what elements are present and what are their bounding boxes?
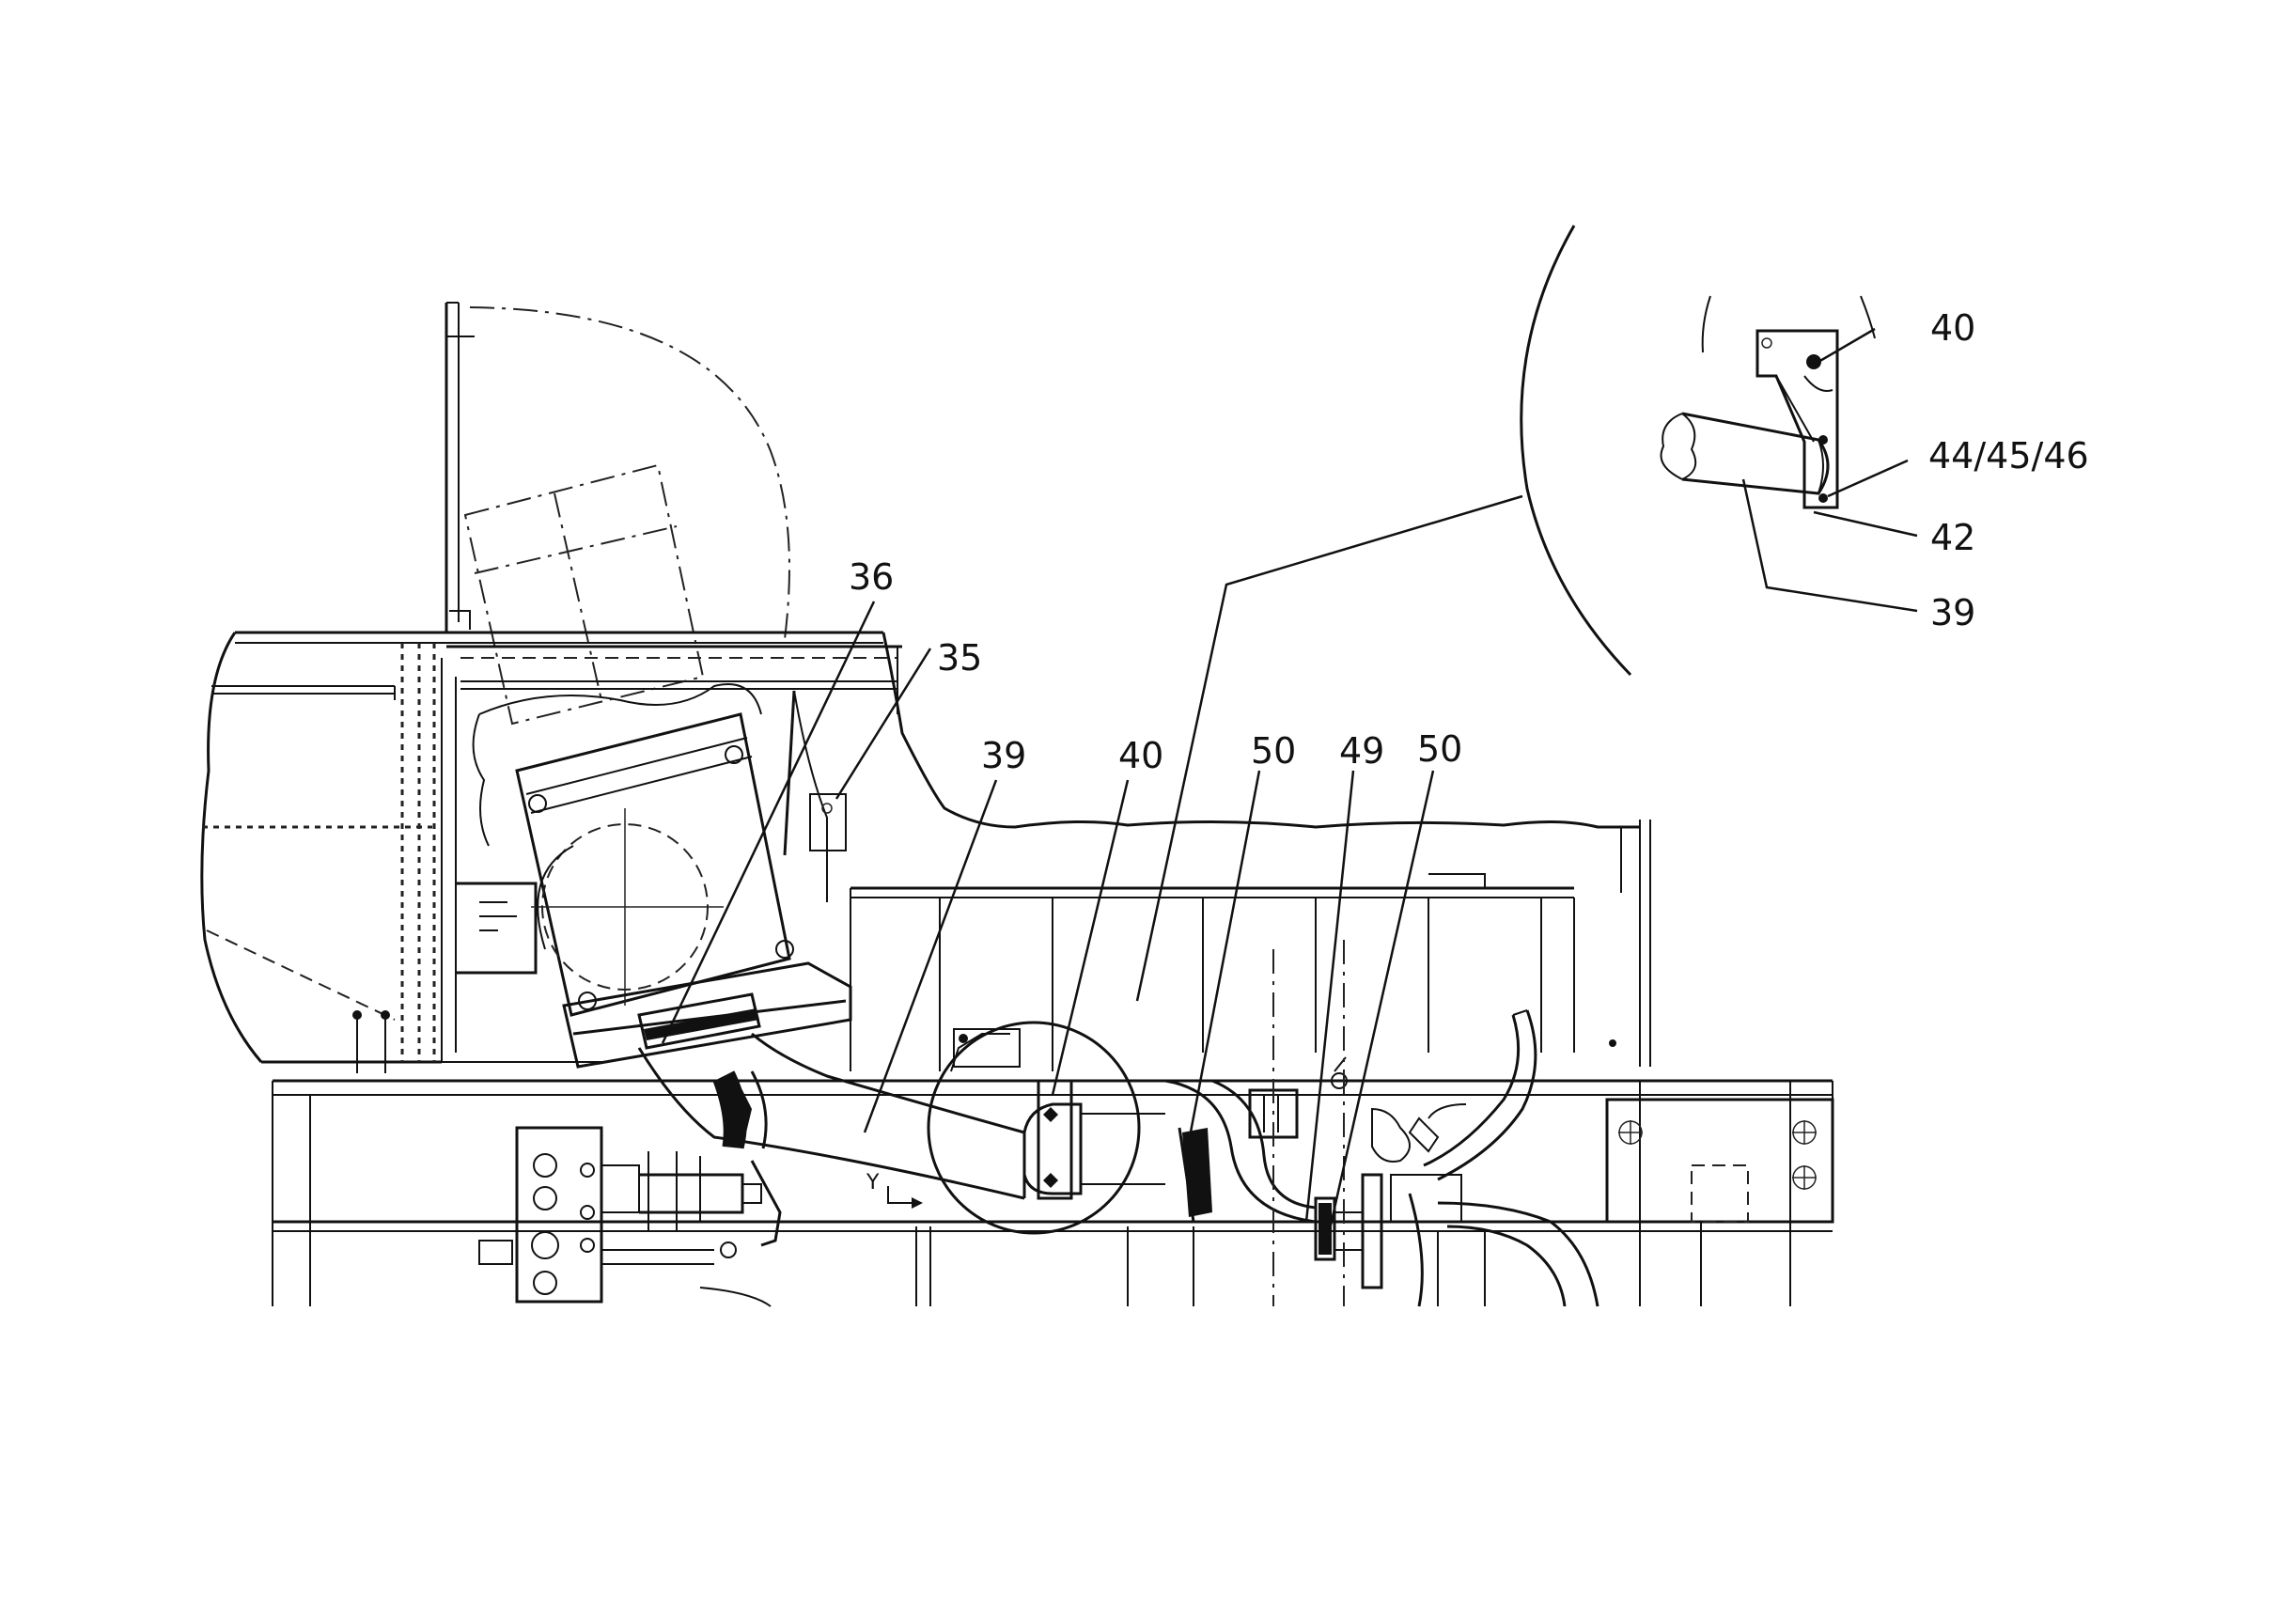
callout-35: 35: [937, 637, 982, 679]
callout-36: 36: [849, 556, 894, 598]
main-assembly: [200, 302, 1834, 1307]
detail-callout-42: 42: [1930, 517, 1975, 558]
detail-view: [1520, 225, 1876, 677]
callout-39: 39: [981, 735, 1026, 776]
callout-49: 49: [1339, 730, 1384, 772]
detail-callout-39: 39: [1930, 592, 1975, 633]
callouts: 36 35 39 40 50 49 50 40 44/45/46 42 39 Y: [849, 307, 2089, 1195]
axis-marker-y: Y: [866, 1171, 880, 1195]
detail-callout-44-45-46: 44/45/46: [1928, 435, 2089, 476]
callout-50-left: 50: [1251, 730, 1296, 772]
leader-lines: [661, 327, 1918, 1251]
callout-50-right: 50: [1417, 728, 1462, 770]
callout-40: 40: [1118, 735, 1163, 776]
detail-callout-40: 40: [1930, 307, 1975, 349]
